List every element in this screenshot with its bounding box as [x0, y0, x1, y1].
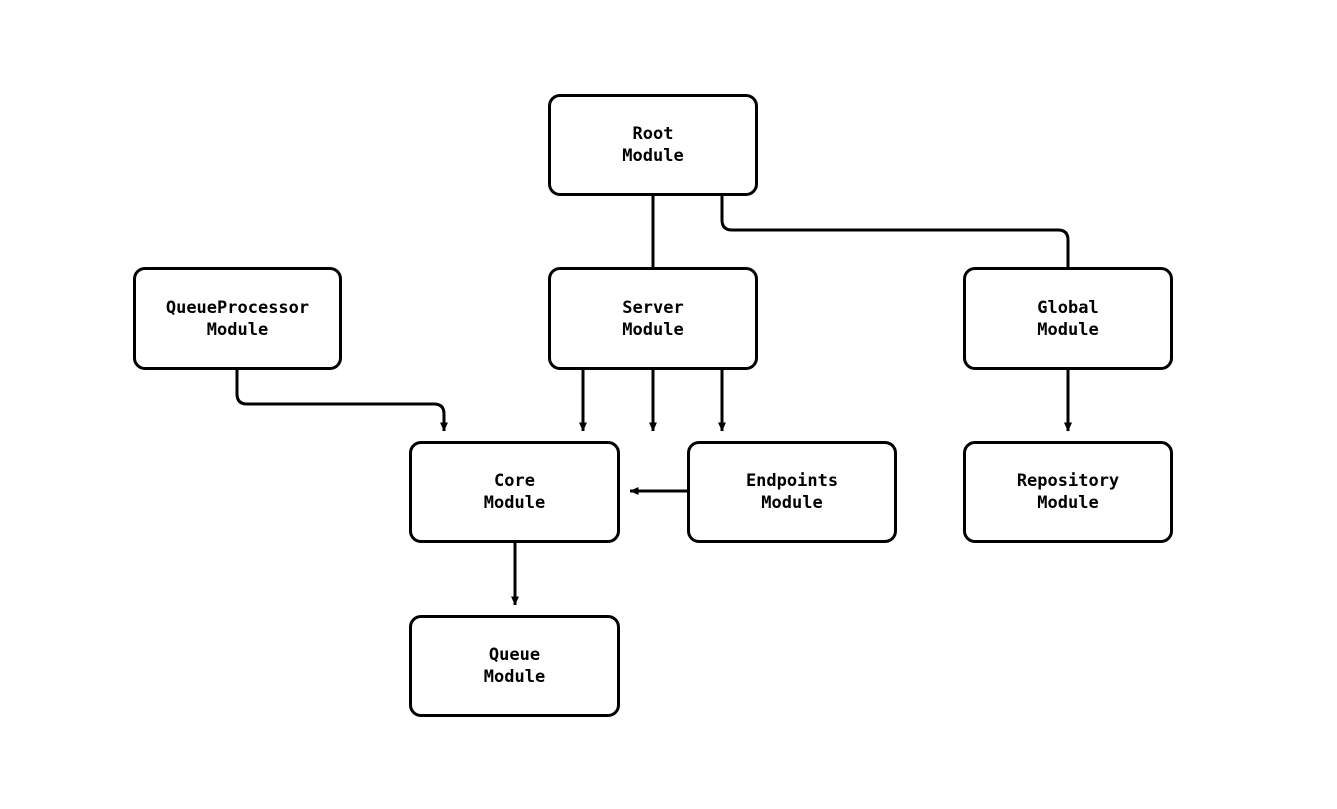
- node-endpoints-label: Endpoints Module: [745, 471, 839, 513]
- node-queueprocessor[interactable]: QueueProcessor Module: [133, 267, 342, 370]
- node-root-label: Root Module: [622, 124, 684, 166]
- node-server[interactable]: Server Module: [548, 267, 758, 370]
- node-queue-label: Queue Module: [483, 645, 546, 687]
- node-root[interactable]: Root Module: [548, 94, 758, 196]
- node-global[interactable]: Global Module: [963, 267, 1173, 370]
- node-queue[interactable]: Queue Module: [409, 615, 620, 717]
- node-server-label: Server Module: [622, 297, 684, 340]
- node-global-label: Global Module: [1037, 297, 1099, 340]
- node-core[interactable]: Core Module: [409, 441, 620, 543]
- node-core-label: Core Module: [483, 471, 546, 513]
- node-queueprocessor-label: QueueProcessor Module: [165, 297, 310, 340]
- edge-queueprocessor-core: [235, 370, 448, 432]
- node-repository[interactable]: Repository Module: [963, 441, 1173, 543]
- node-endpoints[interactable]: Endpoints Module: [687, 441, 897, 543]
- node-repository-label: Repository Module: [1016, 471, 1120, 513]
